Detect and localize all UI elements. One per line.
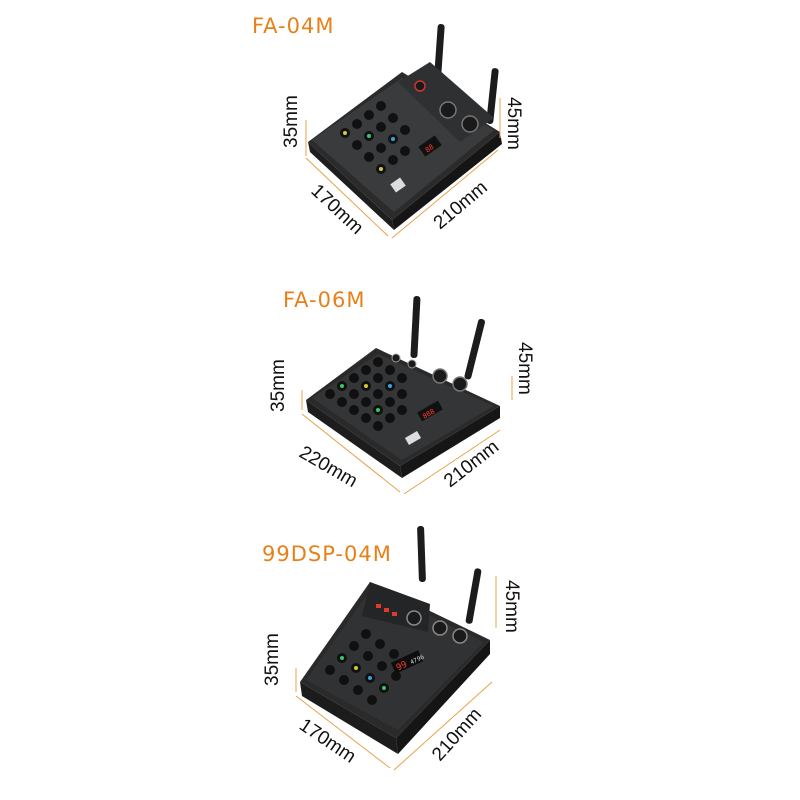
product-99dsp-04m: 99DSP-04M (0, 525, 800, 798)
mixer-body: 99 4796 (300, 582, 490, 754)
mixer-body: 888 (306, 348, 500, 478)
dim-height-front: 35mm (268, 359, 289, 412)
model-title: FA-04M (252, 14, 335, 38)
antenna-icon (417, 525, 482, 624)
dim-height-front: 35mm (262, 633, 283, 686)
antenna-icon (410, 296, 485, 380)
antenna-icon (434, 24, 499, 124)
mixer-illustration: 88 35mm 45mm 170mm 210mm (281, 24, 524, 239)
dim-height-back: 45mm (514, 342, 535, 395)
svg-text:88: 88 (424, 143, 436, 154)
dim-height-back: 45mm (501, 580, 522, 633)
product-fa-06m: FA-06M 8 (0, 266, 800, 532)
mixer-illustration: 99 4796 35mm 45mm 170mm 210mm (262, 525, 522, 771)
dim-depth: 220mm (296, 442, 361, 492)
dim-height-front: 35mm (281, 95, 302, 148)
dimension-lines (301, 376, 513, 495)
mixer-body: 88 (308, 62, 502, 230)
model-title: 99DSP-04M (262, 542, 392, 566)
svg-text:99: 99 (395, 660, 409, 674)
dimension-lines (305, 98, 501, 239)
dimension-lines (295, 576, 497, 771)
dim-height-back: 45mm (503, 97, 524, 150)
mixer-illustration: 888 35mm 45mm 220mm 210mm (268, 296, 535, 495)
product-fa-04m: FA-04M (0, 0, 800, 266)
model-title: FA-06M (283, 288, 366, 312)
